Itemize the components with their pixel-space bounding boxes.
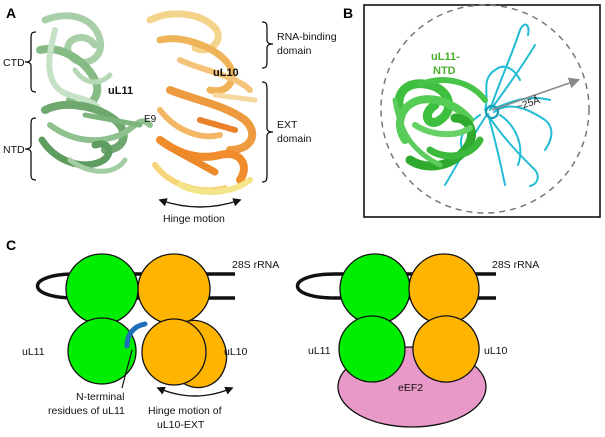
hinge-arrow-a xyxy=(158,198,242,208)
ul10-top-ellipse-right xyxy=(408,253,480,325)
ul10-label-a: uL10 xyxy=(213,67,239,79)
ntd-label: NTD xyxy=(3,144,25,156)
ext-label-2: domain xyxy=(277,133,312,145)
ul10-label-right: uL10 xyxy=(484,345,508,357)
rrna-loop-right xyxy=(295,272,496,300)
ntd-label-b-1: uL11- xyxy=(431,51,460,63)
nterm-label-2: residues of uL11 xyxy=(48,405,125,417)
rrna-label-left: 28S rRNA xyxy=(232,259,279,271)
panel-b: B uL11- NTD ~25 xyxy=(343,4,601,218)
eef2-label: eEF2 xyxy=(398,382,423,394)
ul11-ribbon-structure xyxy=(36,12,153,174)
ul10-ribbon-structure xyxy=(146,10,258,195)
ul10-top-ellipse-left xyxy=(137,253,211,325)
ul11-label-right: uL11 xyxy=(308,345,331,357)
panel-a: A CTD xyxy=(3,5,337,225)
distance-arrow xyxy=(491,77,581,111)
hinge-label-c-2: uL10-EXT xyxy=(157,419,205,431)
nterm-residues-mark xyxy=(124,321,148,349)
ctd-green-ensemble xyxy=(392,77,488,171)
nterm-pointer xyxy=(121,349,133,389)
ul10-label-left: uL10 xyxy=(224,346,248,358)
schematic-right: 28S rRNA eEF2 uL11 uL10 xyxy=(295,253,539,428)
panel-a-letter: A xyxy=(6,5,16,21)
rna-binding-label-2: domain xyxy=(277,45,312,57)
panel-c-letter: C xyxy=(6,237,16,253)
ctd-label: CTD xyxy=(3,57,25,69)
rrna-label-right: 28S rRNA xyxy=(492,259,539,271)
ul11-ntd-ellipse-left xyxy=(67,317,137,385)
anchor-point xyxy=(484,104,500,120)
panel-b-letter: B xyxy=(343,5,353,21)
ctd-bracket xyxy=(24,31,37,93)
ntd-bracket xyxy=(24,117,37,181)
ext-bracket xyxy=(261,81,274,183)
hinge-label-a: Hinge motion xyxy=(163,213,225,225)
ul11-label-a: uL11 xyxy=(108,85,133,97)
ul10-ext-ellipse-right xyxy=(412,315,480,383)
ul11-ctd-ellipse-right xyxy=(339,253,411,325)
hinge-arrow-c xyxy=(156,386,234,397)
ext-label-1: EXT xyxy=(277,119,298,131)
ntd-cyan-ensemble xyxy=(444,23,553,187)
ul10-ext-front-ellipse xyxy=(141,318,207,386)
ul11-label-left: uL11 xyxy=(22,346,45,358)
ntd-label-b-2: NTD xyxy=(433,65,456,77)
panel-c: C 28S rRNA uL11 uL10 N-terminal residues… xyxy=(6,237,539,431)
range-circle xyxy=(380,4,590,214)
hinge-label-c-1: Hinge motion of xyxy=(148,405,222,417)
ul11-ntd-ellipse-right xyxy=(338,315,406,383)
rna-binding-label-1: RNA-binding xyxy=(277,31,337,43)
e9-label: E9 xyxy=(144,114,157,125)
schematic-left: 28S rRNA uL11 uL10 N-terminal residues o… xyxy=(22,253,279,431)
rna-binding-bracket xyxy=(261,21,274,69)
ul11-ctd-ellipse-left xyxy=(65,253,139,325)
nterm-label-1: N-terminal xyxy=(76,391,124,403)
